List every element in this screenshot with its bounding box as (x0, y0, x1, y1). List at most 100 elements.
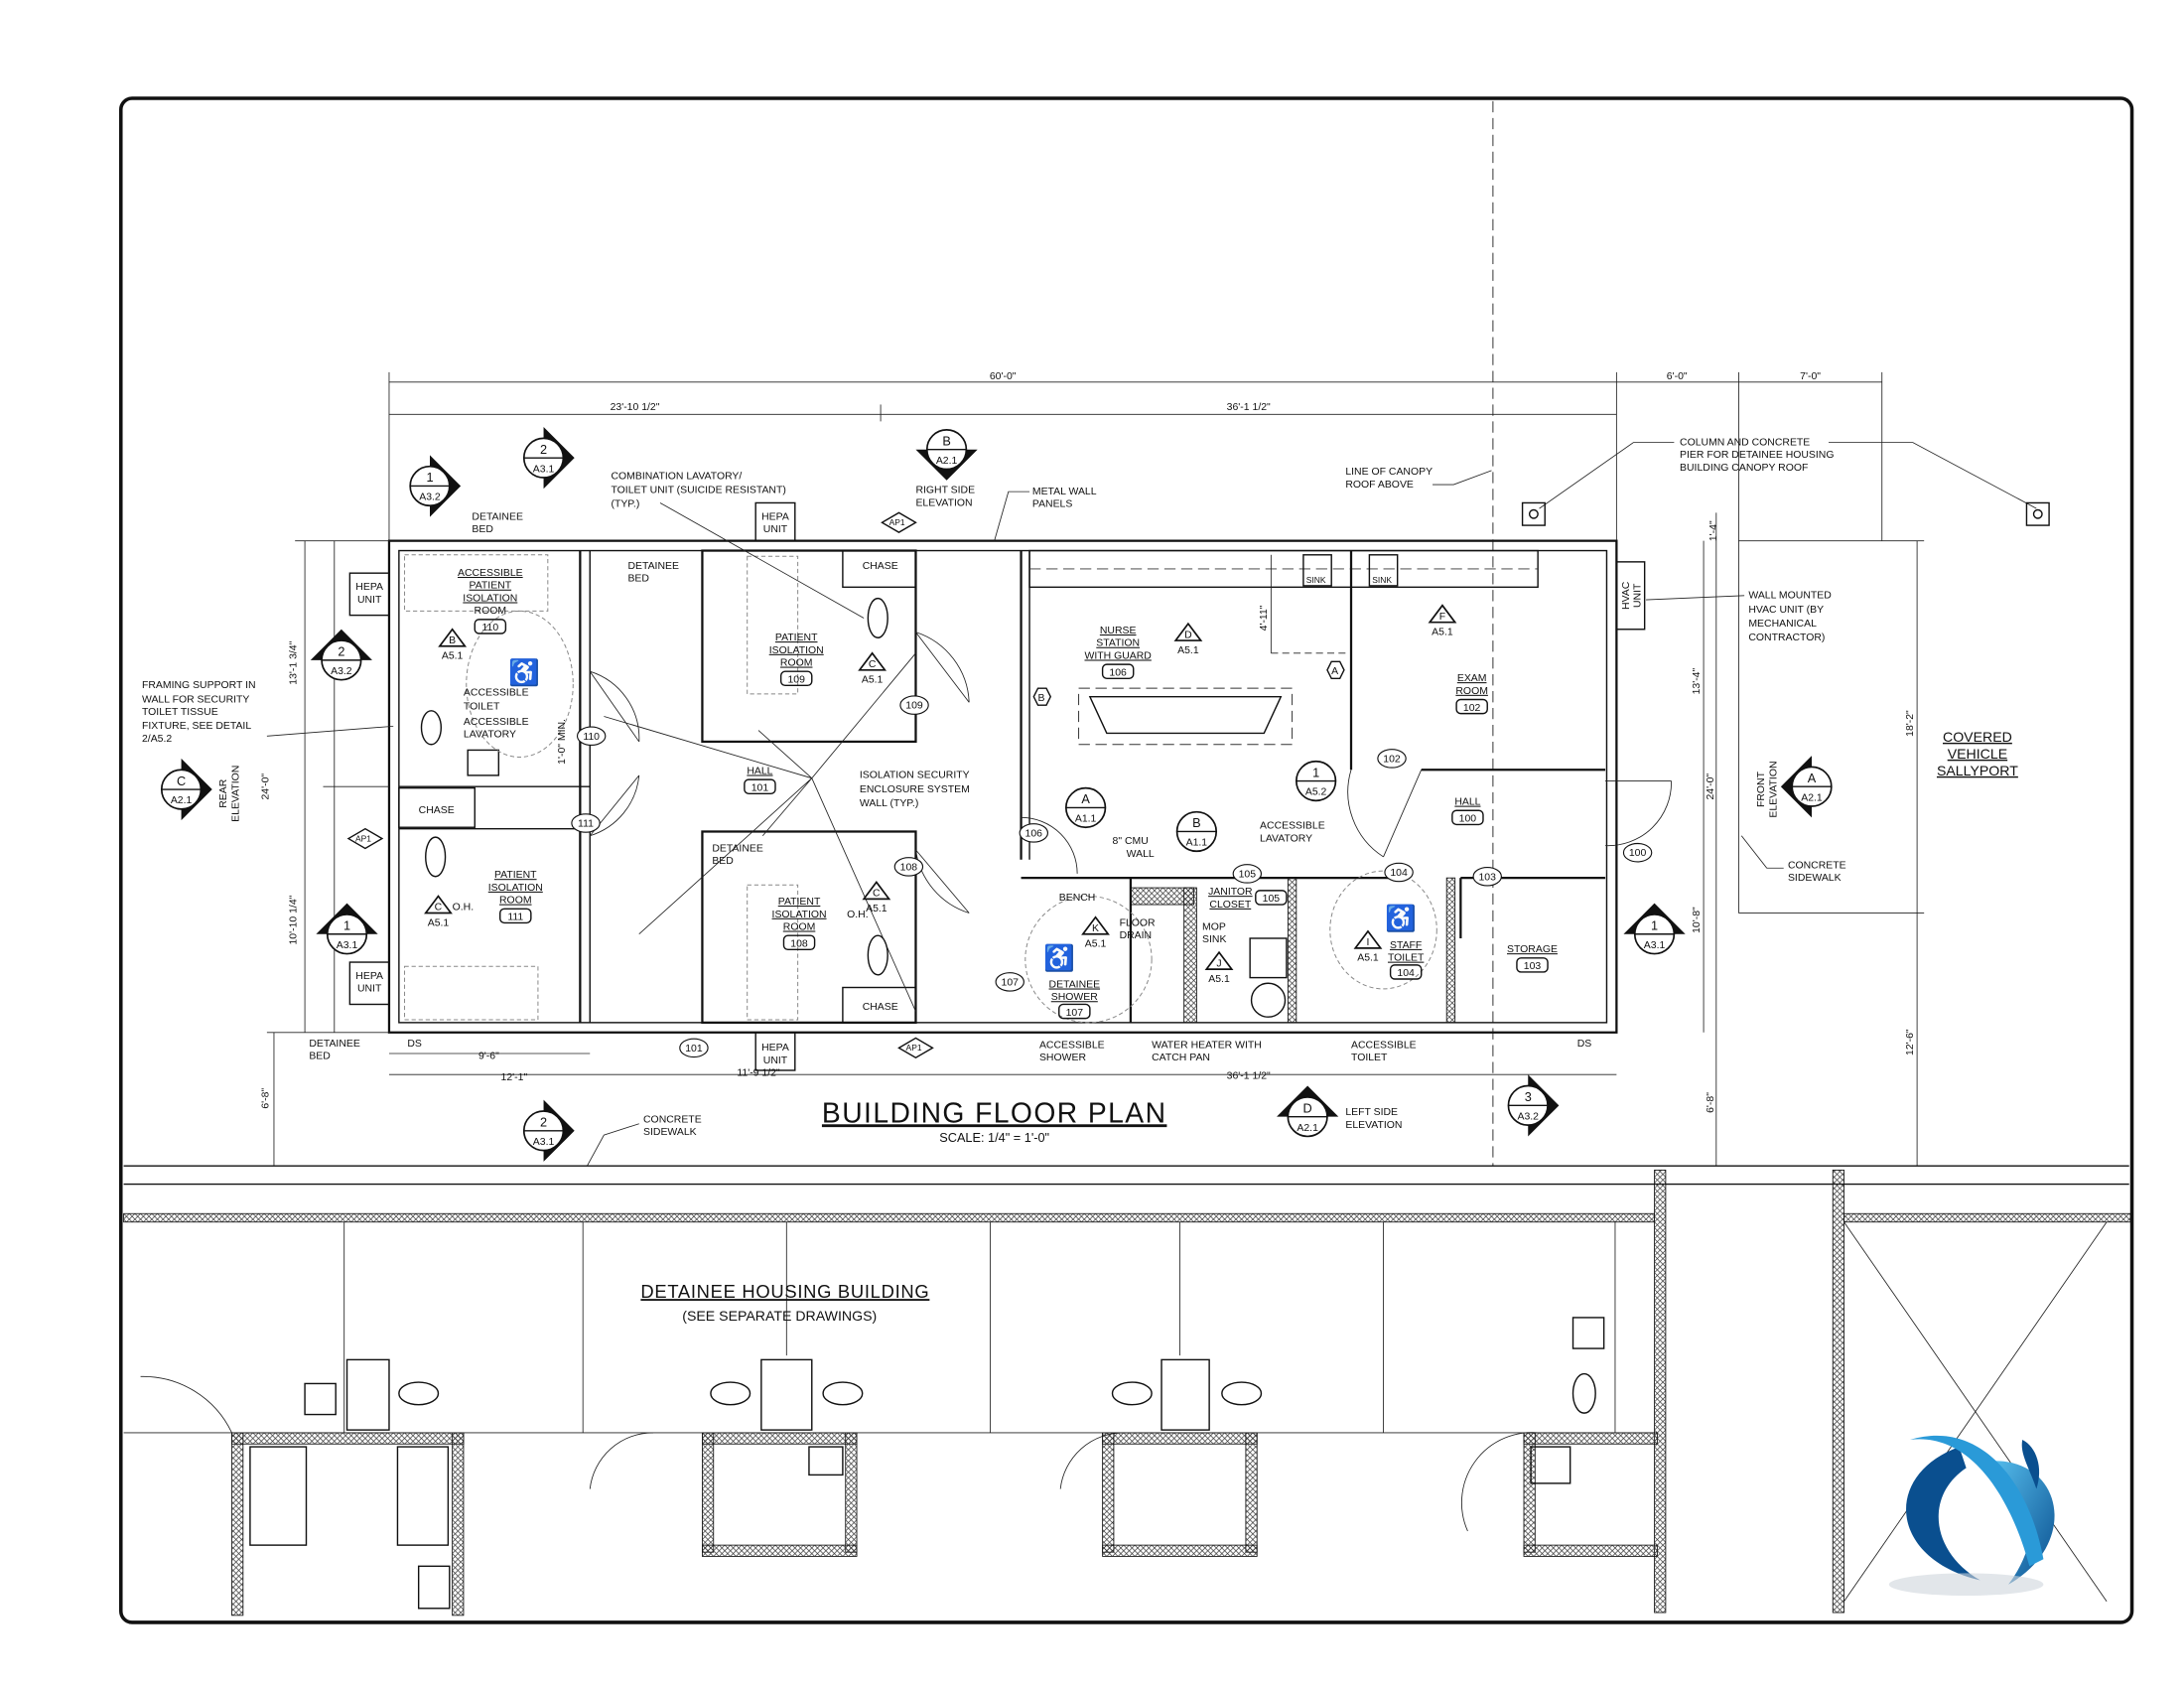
section-marker[interactable]: 1A3.1 (1623, 903, 1686, 955)
svg-text:ROOF ABOVE: ROOF ABOVE (1345, 480, 1414, 491)
wheelchair-icons: ♿ ♿ ♿ (508, 657, 1416, 972)
svg-text:ISOLATION: ISOLATION (769, 645, 824, 656)
door-tag: 102 (1377, 749, 1407, 769)
room-101: HALL 101 (744, 766, 776, 794)
svg-text:MOP: MOP (1202, 922, 1226, 933)
section-marker[interactable]: 1A5.2 (1295, 760, 1337, 802)
door-number: 100 (1629, 848, 1647, 859)
svg-text:SIDEWALK: SIDEWALK (1788, 873, 1842, 884)
drawing-title: BUILDING FLOOR PLAN SCALE: 1/4" = 1'-0" (822, 1096, 1165, 1145)
svg-text:AP1: AP1 (906, 1043, 922, 1053)
dim: 12'-1" (501, 1072, 528, 1083)
svg-text:TOILET UNIT (SUICIDE RESISTANT: TOILET UNIT (SUICIDE RESISTANT) (611, 486, 785, 496)
svg-text:ACCESSIBLE: ACCESSIBLE (1351, 1040, 1417, 1051)
section-marker[interactable]: AA1.1 (1064, 786, 1107, 829)
door-tag: 103 (1472, 866, 1502, 887)
door-number: 106 (1025, 828, 1043, 839)
note-floor-drain: FLOOR DRAIN (1120, 917, 1156, 941)
svg-text:WATER HEATER WITH: WATER HEATER WITH (1152, 1040, 1262, 1051)
svg-text:REAR: REAR (218, 778, 229, 807)
svg-text:CONCRETE: CONCRETE (1788, 860, 1846, 871)
svg-text:HEPA: HEPA (761, 511, 789, 522)
interior-elevation-marker: CA5.1 (862, 880, 891, 914)
svg-text:NURSE: NURSE (1100, 626, 1137, 636)
svg-text:ELEVATION: ELEVATION (915, 497, 972, 508)
section-marker[interactable]: BA1.1 (1175, 810, 1218, 853)
dim: 18'-2" (1905, 710, 1916, 737)
svg-text:O.H.: O.H. (453, 903, 475, 914)
door-tag: 105 (1232, 864, 1263, 884)
svg-text:COLUMN AND CONCRETE: COLUMN AND CONCRETE (1680, 437, 1810, 448)
section-marker[interactable]: CA2.1 (160, 758, 212, 821)
dim: 7'-0" (1800, 371, 1821, 382)
section-marker[interactable]: 2A3.1 (522, 427, 575, 490)
section-marker[interactable]: AA2.1 (1780, 756, 1833, 818)
marker-sheet: A3.2 (419, 492, 441, 503)
dimension-labels: 60'-0" 23'-10 1/2" 36'-1 1/2" 6'-0" 7'-0… (260, 371, 1916, 1113)
svg-text:102: 102 (1463, 703, 1481, 714)
section-marker[interactable]: 2A3.1 (522, 1099, 575, 1162)
svg-text:103: 103 (1524, 961, 1542, 972)
svg-text:ELEVATION: ELEVATION (231, 766, 242, 822)
svg-text:VEHICLE: VEHICLE (1948, 746, 2007, 762)
dim: 9'-6" (478, 1052, 499, 1062)
door-number: 109 (905, 701, 923, 712)
svg-text:CONTRACTOR): CONTRACTOR) (1748, 633, 1825, 643)
svg-text:RIGHT SIDE: RIGHT SIDE (915, 486, 975, 496)
marker-number: 1 (426, 470, 433, 485)
note-right-side-elevation: RIGHT SIDE ELEVATION (915, 486, 975, 509)
dim: 1'-0" MIN. (557, 719, 568, 765)
door-tag: 110 (576, 726, 607, 747)
svg-text:LINE OF CANOPY: LINE OF CANOPY (1345, 467, 1433, 478)
marker-sheet: A3.1 (1644, 940, 1666, 951)
marker-sheet: A3.2 (331, 666, 352, 677)
room-labels: ACCESSIBLE PATIENT ISOLATION ROOM 110 PA… (458, 568, 1558, 1020)
section-marker[interactable]: 3A3.2 (1507, 1074, 1560, 1137)
dim: 23'-10 1/2" (611, 402, 660, 413)
marker-sheet: A2.1 (936, 456, 958, 467)
svg-text:O.H.: O.H. (847, 910, 869, 920)
marker-number: 2 (338, 644, 344, 659)
section-marker[interactable]: BA2.1 (915, 429, 978, 481)
svg-text:(TYP.): (TYP.) (611, 499, 639, 510)
marker-sheet: A3.2 (1517, 1111, 1539, 1122)
section-marker[interactable]: 1A3.1 (316, 903, 378, 955)
marker-sheet: A5.2 (1305, 787, 1327, 798)
section-marker[interactable]: 1A3.2 (409, 455, 462, 517)
marker-number: 3 (1525, 1089, 1532, 1104)
svg-text:ACCESSIBLE: ACCESSIBLE (464, 717, 529, 728)
svg-text:AP1: AP1 (889, 517, 905, 527)
section-marker[interactable]: 2A3.2 (310, 629, 372, 681)
svg-text:CONCRETE: CONCRETE (643, 1114, 702, 1125)
note-front-elevation: FRONT ELEVATION (1756, 761, 1780, 817)
svg-text:DETAINEE: DETAINEE (627, 561, 679, 572)
svg-text:SINK: SINK (1306, 575, 1326, 585)
marker-sheet: A2.1 (1297, 1123, 1318, 1134)
svg-text:107: 107 (1066, 1008, 1084, 1019)
marker-number: 1 (1651, 918, 1658, 933)
marker-sheet: A3.1 (533, 464, 555, 475)
door-number: 103 (1478, 872, 1496, 883)
svg-text:CLOSET: CLOSET (1209, 900, 1251, 911)
note-cmu-wall: 8" CMU WALL (1113, 836, 1155, 860)
svg-text:BENCH: BENCH (1059, 893, 1096, 904)
dim: 10'-8" (1692, 907, 1703, 933)
dim: 6'-8" (260, 1088, 271, 1109)
elevation-sheet: A5.1 (1085, 938, 1107, 949)
svg-text:DRAIN: DRAIN (1120, 930, 1153, 941)
room-109: PATIENT ISOLATION ROOM 109 (769, 633, 824, 687)
svg-text:ACCESSIBLE: ACCESSIBLE (458, 568, 523, 579)
svg-text:LEFT SIDE: LEFT SIDE (1345, 1107, 1398, 1118)
door-tag: 111 (571, 813, 601, 833)
elevation-letter: I (1367, 937, 1370, 948)
door-number: 111 (578, 819, 594, 830)
interior-elevation-markers: BA5.1CA5.1CA5.1CA5.1DA5.1FA5.1KA5.1JA5.1… (424, 604, 1457, 985)
svg-text:ACCESSIBLE: ACCESSIBLE (464, 687, 529, 698)
section-marker[interactable]: DA2.1 (1277, 1085, 1339, 1138)
svg-text:LAVATORY: LAVATORY (1260, 833, 1312, 844)
note-combination-lavatory: COMBINATION LAVATORY/ TOILET UNIT (SUICI… (611, 471, 865, 619)
door-tag: 107 (995, 972, 1024, 992)
svg-text:HVAC: HVAC (1621, 581, 1632, 610)
room-108: PATIENT ISOLATION ROOM 108 (772, 897, 827, 951)
